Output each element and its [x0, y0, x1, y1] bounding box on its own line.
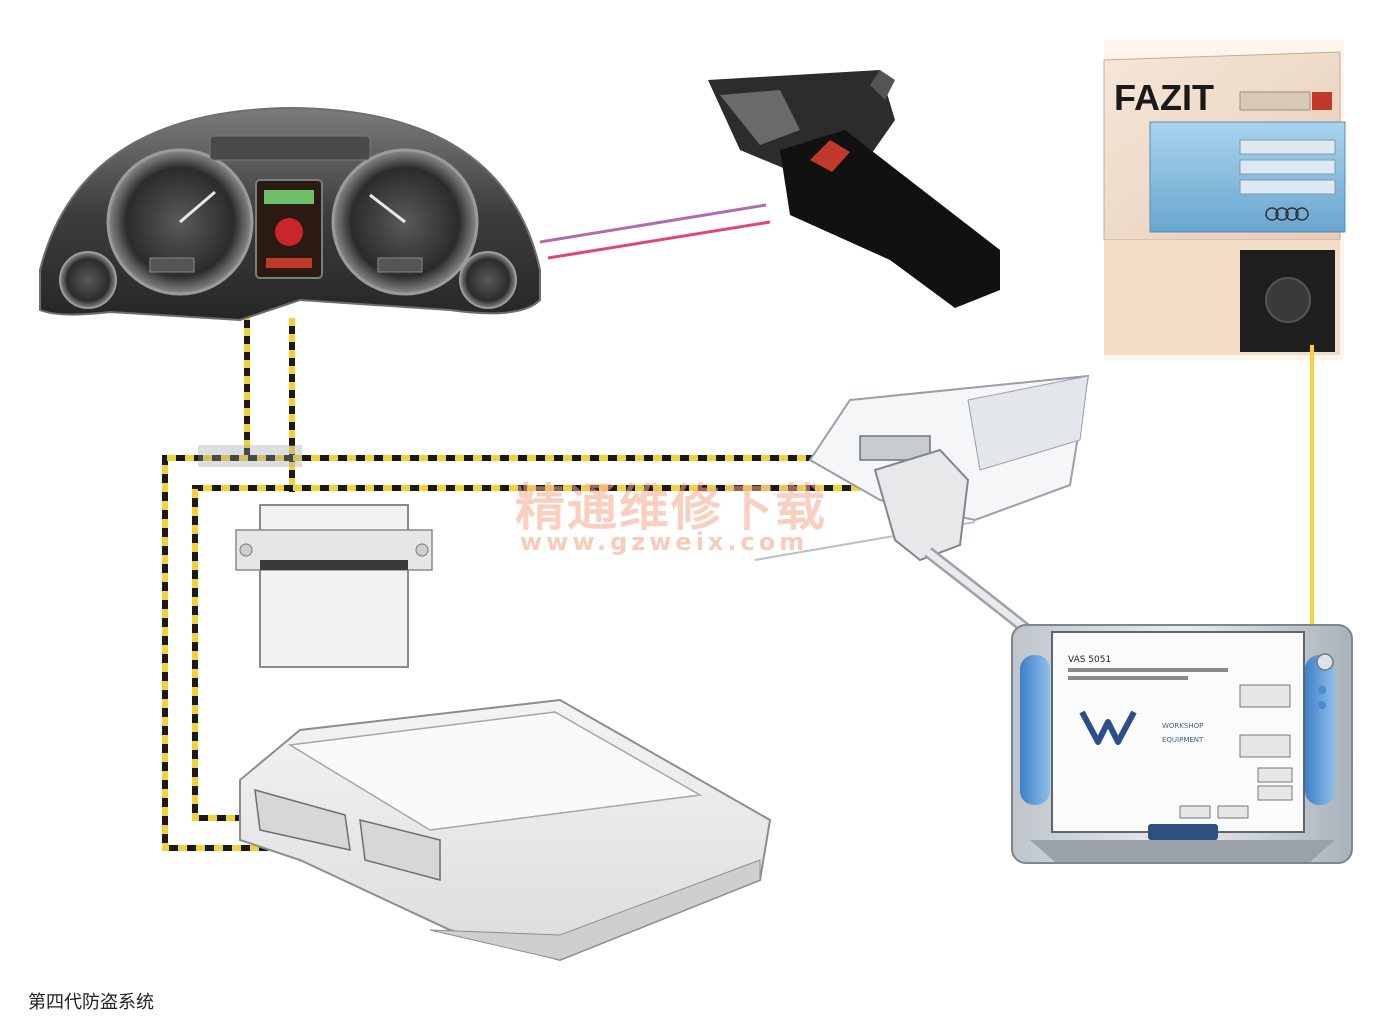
obd-plug-icon — [873, 448, 970, 562]
tester-logo-plate — [1148, 824, 1218, 840]
immobilizer-warning-icon — [275, 218, 303, 246]
ecu-connector-a-icon — [254, 788, 351, 851]
diagnostic-connector — [754, 374, 1090, 645]
gateway-module — [235, 504, 433, 668]
watermark-url: www.gzweix.com — [520, 528, 809, 556]
diagnostic-bus-cables — [162, 312, 860, 851]
ecu-connector-b-icon — [359, 819, 441, 881]
tester-side-button-4[interactable] — [1257, 785, 1293, 801]
status-led-icon — [1318, 686, 1326, 694]
instrument-cluster — [39, 106, 541, 322]
fuel-gauge-icon — [59, 251, 117, 309]
steering-column-switch — [708, 70, 1000, 308]
power-button-icon[interactable] — [1316, 653, 1334, 671]
fazit-server: FAZIT — [1103, 40, 1346, 360]
status-led-icon — [1318, 701, 1326, 709]
fazit-label: FAZIT — [1114, 77, 1214, 118]
tester-side-button-3[interactable] — [1257, 767, 1293, 783]
tester-brand-line-2: EQUIPMENT — [1162, 736, 1204, 744]
speaker-icon — [1265, 277, 1311, 323]
watermark-chinese: 精通维修下载 — [515, 479, 827, 537]
engine-ecu — [239, 698, 772, 962]
tester-bottom-button-2[interactable] — [1217, 805, 1249, 819]
tester-brand-line-1: WORKSHOP — [1162, 722, 1203, 730]
tester-side-button-2[interactable] — [1239, 734, 1291, 758]
tester-side-button-1[interactable] — [1239, 684, 1291, 708]
figure-caption: 第四代防盗系统 — [28, 992, 154, 1013]
vw-logo-icon — [1079, 710, 1137, 745]
temperature-gauge-icon — [459, 251, 517, 309]
cluster-to-lock-link — [539, 203, 771, 260]
diagnostic-tester: VAS 5051 WORKSHOP EQUIPMENT — [1011, 624, 1353, 864]
audi-rings-icon — [1265, 207, 1309, 221]
tester-bottom-button-1[interactable] — [1179, 805, 1211, 819]
tester-title: VAS 5051 — [1068, 655, 1111, 665]
